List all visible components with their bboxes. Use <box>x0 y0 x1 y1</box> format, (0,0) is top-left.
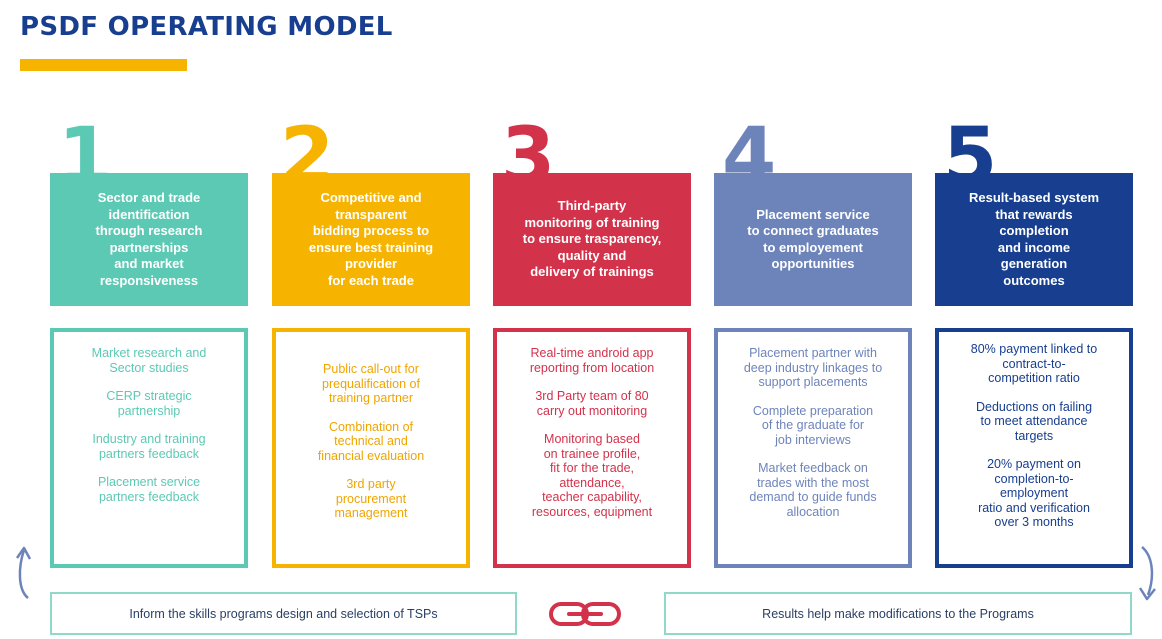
step-4: 4 Placement service to connect graduates… <box>714 118 912 568</box>
page-title: PSDF OPERATING MODEL <box>20 12 393 42</box>
footer-right-box: Results help make modifications to the P… <box>664 592 1132 635</box>
step-details: Market research and Sector studies CERP … <box>50 328 248 568</box>
curved-arrow-down-icon <box>1138 546 1156 601</box>
step-heading: Sector and trade identification through … <box>50 173 248 306</box>
chain-link-icon <box>549 602 621 626</box>
footer-left-box: Inform the skills programs design and se… <box>50 592 517 635</box>
step-item: Market research and Sector studies <box>91 346 207 375</box>
step-item: 20% payment on completion-to- employment… <box>978 457 1090 529</box>
step-details: 80% payment linked to contract-to- compe… <box>935 328 1133 568</box>
step-item: CERP strategic partnership <box>106 389 192 418</box>
step-item: 3rd Party team of 80 carry out monitorin… <box>535 389 649 418</box>
step-item: Industry and training partners feedback <box>92 432 206 461</box>
step-details: Placement partner with deep industry lin… <box>714 328 912 568</box>
step-item: 3rd party procurement management <box>334 477 408 520</box>
step-2: 2 Competitive and transparent bidding pr… <box>272 118 470 568</box>
title-underline <box>20 59 187 71</box>
step-item: Public call-out for prequalification of … <box>322 362 420 405</box>
step-item: Deductions on failing to meet attendance… <box>975 399 1093 443</box>
step-details: Public call-out for prequalification of … <box>272 328 470 568</box>
footer-right-text: Results help make modifications to the P… <box>762 606 1034 621</box>
step-item: Placement partner with deep industry lin… <box>743 346 883 389</box>
step-3: 3 Third-party monitoring of training to … <box>493 118 691 568</box>
step-1: 1 Sector and trade identification throug… <box>50 118 248 568</box>
step-heading: Competitive and transparent bidding proc… <box>272 173 470 306</box>
step-item: Monitoring based on trainee profile, fit… <box>531 432 653 519</box>
step-item: Complete preparation of the graduate for… <box>752 403 874 447</box>
step-heading: Result-based system that rewards complet… <box>935 173 1133 306</box>
step-heading: Third-party monitoring of training to en… <box>493 173 691 306</box>
step-item: Combination of technical and financial e… <box>317 419 425 463</box>
step-item: Market feedback on trades with the most … <box>749 461 877 519</box>
step-item: 80% payment linked to contract-to- compe… <box>970 342 1098 385</box>
step-item: Placement service partners feedback <box>97 475 201 504</box>
footer-left-text: Inform the skills programs design and se… <box>129 606 438 621</box>
step-5: 5 Result-based system that rewards compl… <box>935 118 1133 568</box>
step-item: Real-time android app reporting from loc… <box>529 346 655 375</box>
curved-arrow-up-icon <box>15 546 32 599</box>
step-heading: Placement service to connect graduates t… <box>714 173 912 306</box>
step-details: Real-time android app reporting from loc… <box>493 328 691 568</box>
